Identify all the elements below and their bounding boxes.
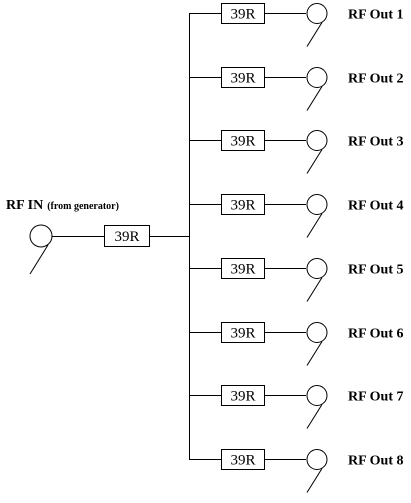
output-1-connector-icon [306, 3, 328, 24]
output-1-label: RF Out 1 [348, 8, 403, 23]
output-8-resistor [221, 449, 265, 470]
rf-in-label: RF IN (from generator) [6, 198, 119, 213]
rf-in-sublabel: (from generator) [47, 201, 119, 212]
output-3-resistor-label: 39R [230, 134, 255, 150]
output-7-resistor-label: 39R [230, 389, 255, 405]
output-4-connector-lead [306, 213, 323, 238]
output-5-connector-lead [306, 277, 323, 302]
output-branch-5: 39R RF Out 5 [189, 258, 403, 302]
output-branches: 39R RF Out 1 39R RF Out 2 39R RF Out 3 39R RF O… [189, 3, 403, 493]
output-4-connector-icon [306, 194, 328, 215]
output-3-connector-icon [306, 130, 328, 151]
output-6-resistor [221, 322, 265, 343]
output-5-resistor-label: 39R [230, 262, 255, 278]
output-6-connector-lead [306, 341, 323, 366]
output-7-label: RF Out 7 [348, 390, 403, 405]
input-branch: RF IN (from generator) 39R [6, 198, 189, 275]
output-8-resistor-label: 39R [230, 453, 255, 469]
output-5-connector-icon [306, 258, 328, 279]
rf-in-main-label: RF IN [6, 198, 43, 213]
output-7-resistor [221, 385, 265, 406]
output-2-label: RF Out 2 [348, 72, 403, 87]
input-connector-icon [29, 224, 53, 248]
output-5-resistor [221, 258, 265, 279]
output-2-resistor [221, 67, 265, 88]
input-resistor-label: 39R [114, 229, 139, 245]
input-resistor [104, 225, 150, 247]
output-8-label: RF Out 8 [348, 454, 403, 469]
output-8-connector-icon [306, 449, 328, 470]
output-branch-8: 39R RF Out 8 [189, 449, 403, 493]
output-5-label: RF Out 5 [348, 263, 403, 278]
output-branch-7: 39R RF Out 7 [189, 385, 403, 429]
output-branch-3: 39R RF Out 3 [189, 130, 403, 174]
output-4-resistor-label: 39R [230, 198, 255, 214]
output-branch-2: 39R RF Out 2 [189, 67, 403, 111]
output-2-resistor-label: 39R [230, 71, 255, 87]
output-7-connector-lead [306, 404, 323, 429]
output-8-connector-lead [306, 468, 323, 493]
output-1-resistor-label: 39R [230, 7, 255, 23]
output-1-connector-lead [306, 22, 323, 47]
output-branch-6: 39R RF Out 6 [189, 322, 403, 366]
output-branch-4: 39R RF Out 4 [189, 194, 403, 238]
output-branch-1: 39R RF Out 1 [189, 3, 403, 47]
output-3-resistor [221, 130, 265, 151]
output-6-connector-icon [306, 322, 328, 343]
output-4-resistor [221, 194, 265, 215]
output-3-label: RF Out 3 [348, 135, 403, 150]
output-1-resistor [221, 3, 265, 24]
output-4-label: RF Out 4 [348, 199, 403, 214]
output-3-connector-lead [306, 149, 323, 174]
input-connector-lead [29, 244, 49, 275]
output-7-connector-icon [306, 385, 328, 406]
output-6-label: RF Out 6 [348, 327, 403, 342]
output-6-resistor-label: 39R [230, 326, 255, 342]
output-2-connector-icon [306, 67, 328, 88]
output-2-connector-lead [306, 86, 323, 111]
